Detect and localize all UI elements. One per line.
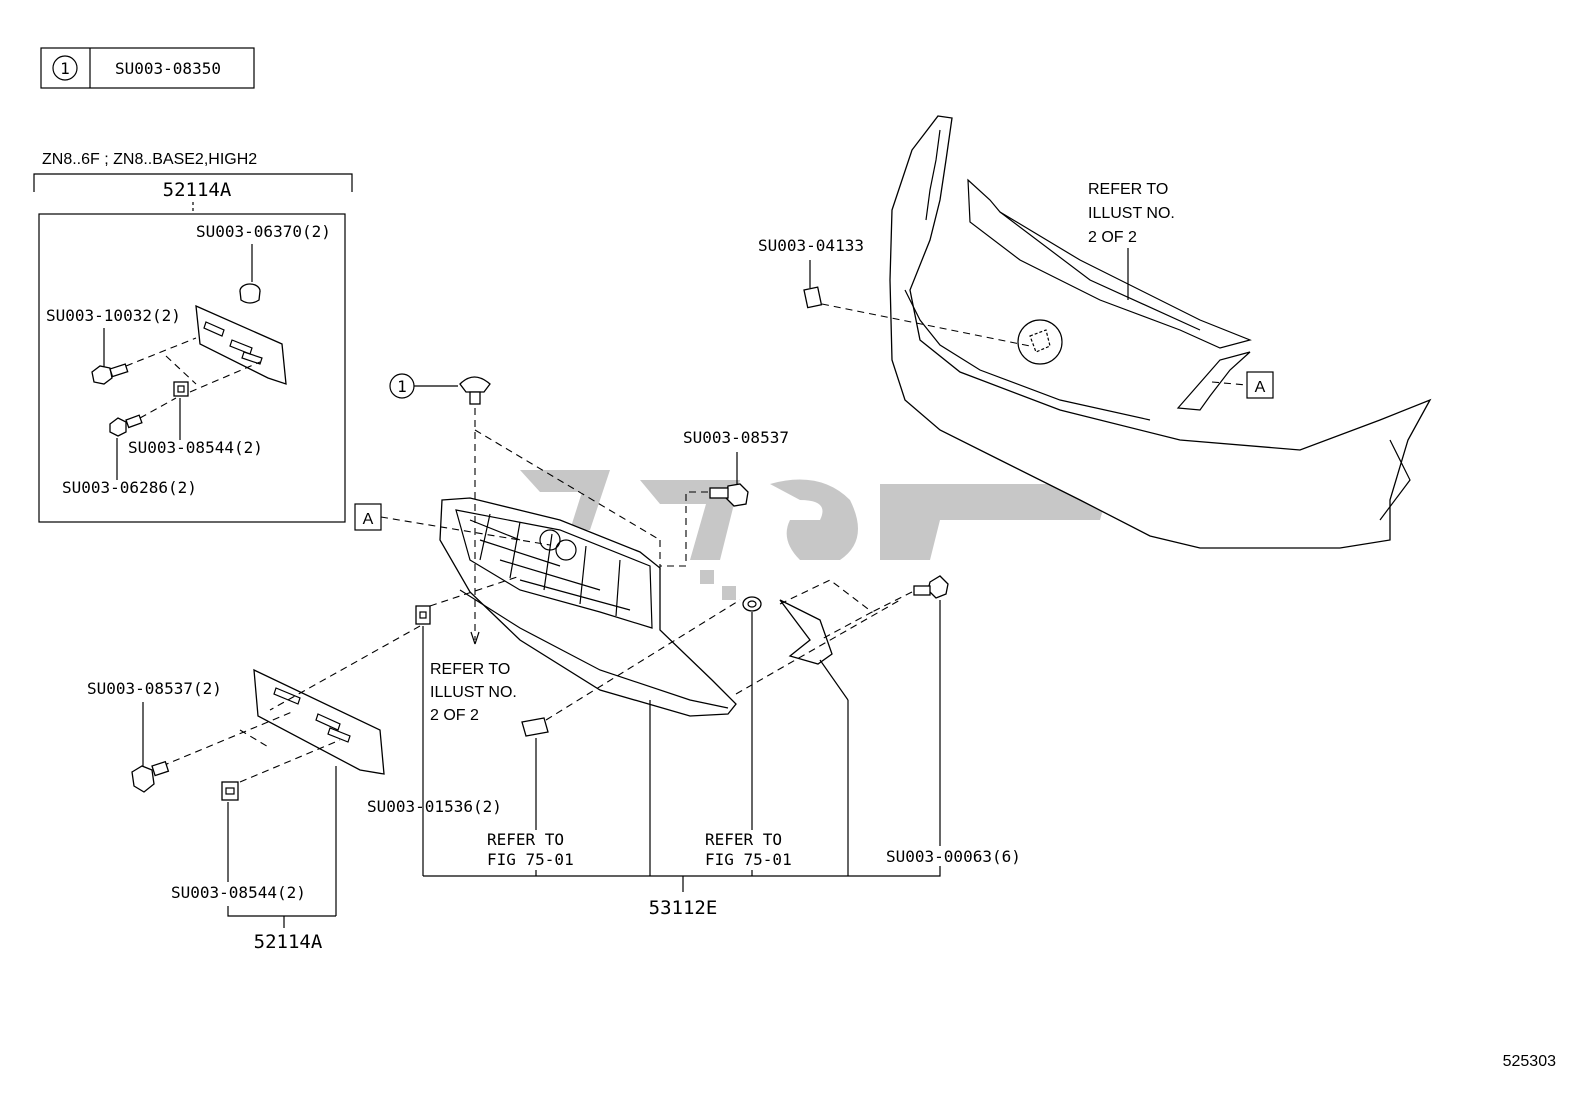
- refer-fig-right-line1: REFER TO: [705, 830, 782, 849]
- watermark-logo: [520, 470, 1110, 600]
- lower-nut-icon: [221, 781, 239, 801]
- screw-00063-icon: [913, 575, 949, 599]
- lower-bolt-label: SU003-08537(2): [87, 679, 222, 698]
- lower-nut-label: SU003-08544(2): [171, 883, 306, 902]
- front-bumper: [889, 115, 1432, 549]
- grille-clip-label: SU003-08537: [683, 428, 789, 447]
- svg-text:A: A: [1255, 379, 1266, 396]
- inset-group: ZN8..6F ; ZN8..BASE2,HIGH2 52114A SU003-…: [33, 151, 353, 523]
- inset-condition: ZN8..6F ; ZN8..BASE2,HIGH2: [42, 151, 257, 168]
- front-grille: [439, 497, 737, 717]
- lower-group-label: 52114A: [254, 931, 323, 953]
- grille-clip-icon: [709, 483, 749, 507]
- spacer-icon: [521, 717, 549, 737]
- refer-illust-bumper-line2: ILLUST NO.: [1088, 205, 1175, 222]
- refer-illust-bumper-line3: 2 OF 2: [1088, 229, 1137, 246]
- legend-circle-symbol: [52, 55, 78, 81]
- refer-illust-line3: 2 OF 2: [430, 707, 479, 724]
- lower-bolt-icon: [131, 760, 170, 793]
- license-bracket-lower: [253, 668, 385, 775]
- inset-part-06286: SU003-06286(2): [62, 478, 197, 497]
- marker-a-grille: A: [354, 503, 382, 531]
- refer-fig-left-line1: REFER TO: [487, 830, 564, 849]
- marker-a-bumper: A: [1246, 371, 1274, 399]
- legend-symbol: 1: [60, 59, 70, 78]
- bumper-clip-label: SU003-04133: [758, 236, 864, 255]
- inset-part-06370: SU003-06370(2): [196, 222, 331, 241]
- legend-part-number: SU003-08350: [115, 59, 221, 78]
- bolt-icon: [91, 363, 129, 385]
- inset-group-label: 52114A: [163, 179, 232, 201]
- license-bracket-upper: [195, 304, 287, 385]
- screw-00063-label: SU003-00063(6): [886, 847, 1021, 866]
- svg-text:A: A: [363, 511, 374, 528]
- refer-fig-right-line2: FIG 75-01: [705, 850, 792, 869]
- refer-fig-left-line2: FIG 75-01: [487, 850, 574, 869]
- refer-illust-line2: ILLUST NO.: [430, 684, 517, 701]
- washer-icon: [742, 596, 762, 612]
- bumper-clip-icon: [803, 286, 823, 309]
- legend-box: 1 SU003-08350: [40, 47, 255, 89]
- collar-icon: [239, 283, 261, 304]
- refer-illust-bumper-line1: REFER TO: [1088, 181, 1168, 198]
- main-group-label: 53112E: [649, 897, 718, 919]
- inset-frame: [38, 213, 346, 523]
- grille-bracket: [779, 599, 833, 665]
- clip-01536-label: SU003-01536(2): [367, 797, 502, 816]
- push-clip: 1: [389, 373, 491, 405]
- refer-illust-line1: REFER TO: [430, 661, 510, 678]
- inset-part-10032: SU003-10032(2): [46, 306, 181, 325]
- figure-number: 525303: [1503, 1053, 1556, 1070]
- inset-part-08544: SU003-08544(2): [128, 438, 263, 457]
- clip-nut-icon: [173, 381, 189, 397]
- clip-01536-icon: [415, 605, 431, 625]
- callout-circle-label: 1: [397, 377, 407, 396]
- screw-icon: [109, 414, 143, 437]
